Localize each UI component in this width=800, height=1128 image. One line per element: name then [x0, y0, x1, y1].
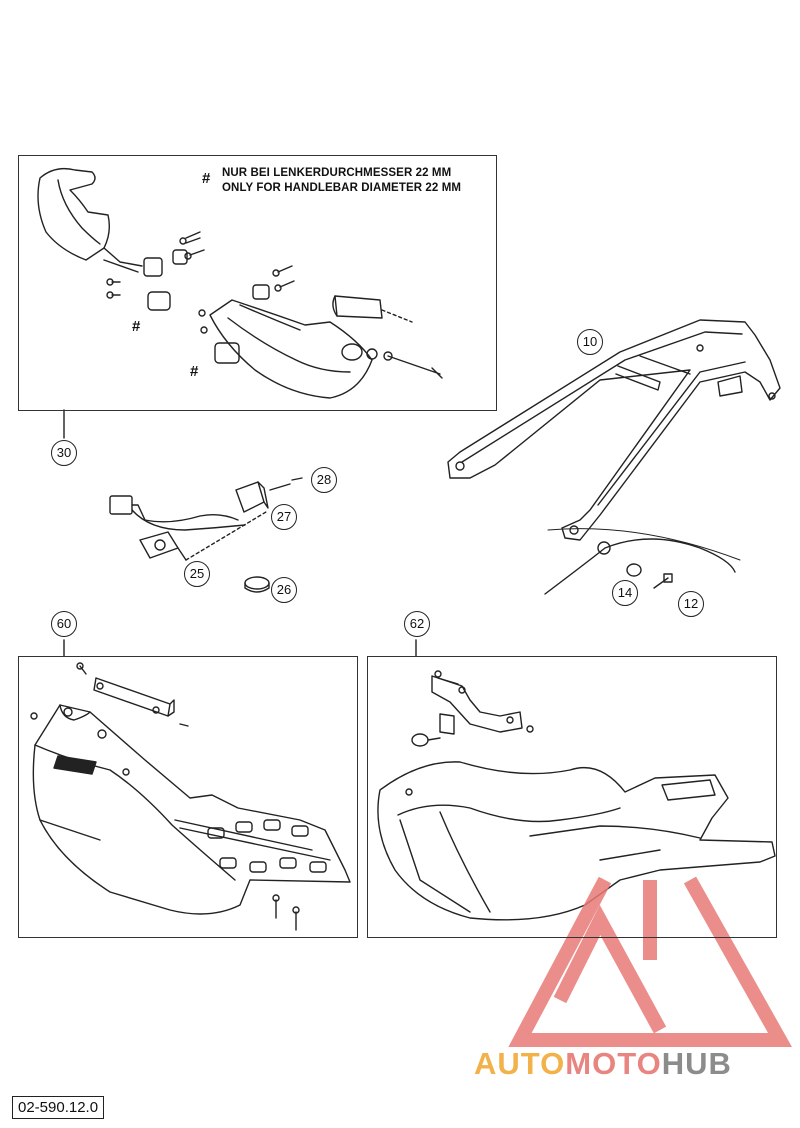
watermark-brand: AUTOMOTOHUB — [474, 1046, 732, 1082]
brand-part-auto: AUTO — [474, 1046, 566, 1081]
callout-14: 14 — [612, 580, 638, 606]
handguard-drawing — [37, 167, 413, 399]
skid-plate-60-panel — [18, 656, 358, 938]
callout-25: 25 — [184, 561, 210, 587]
callout-27: 27 — [271, 504, 297, 530]
note-hash-symbol: # — [202, 170, 211, 187]
watermark-logo-icon — [508, 876, 792, 1047]
handguard-panel — [18, 155, 497, 411]
brand-part-hub: HUB — [661, 1046, 732, 1081]
skid-plate-62-panel — [367, 656, 777, 938]
bolt-icon — [106, 231, 443, 379]
callout-26: 26 — [271, 577, 297, 603]
callout-60: 60 — [51, 611, 77, 637]
callout-12: 12 — [678, 591, 704, 617]
callout-28: 28 — [311, 467, 337, 493]
wiring-harness-drawing — [109, 477, 303, 593]
brand-part-moto: MOTO — [565, 1046, 662, 1081]
handlebar-note: NUR BEI LENKERDURCHMESSER 22 MM ONLY FOR… — [222, 166, 461, 196]
hash-marker: # — [132, 318, 141, 335]
rear-carrier-drawing — [447, 319, 781, 595]
skid-plate-drawing — [30, 662, 351, 931]
skid-plate-drawing — [377, 670, 776, 921]
note-line-german: NUR BEI LENKERDURCHMESSER 22 MM — [222, 167, 452, 179]
callout-30: 30 — [51, 440, 77, 466]
callout-62: 62 — [404, 611, 430, 637]
callout-10: 10 — [577, 329, 603, 355]
part-code-label: 02-590.12.0 — [12, 1096, 105, 1119]
hash-marker: # — [190, 363, 199, 380]
note-line-english: ONLY FOR HANDLEBAR DIAMETER 22 MM — [222, 182, 462, 194]
